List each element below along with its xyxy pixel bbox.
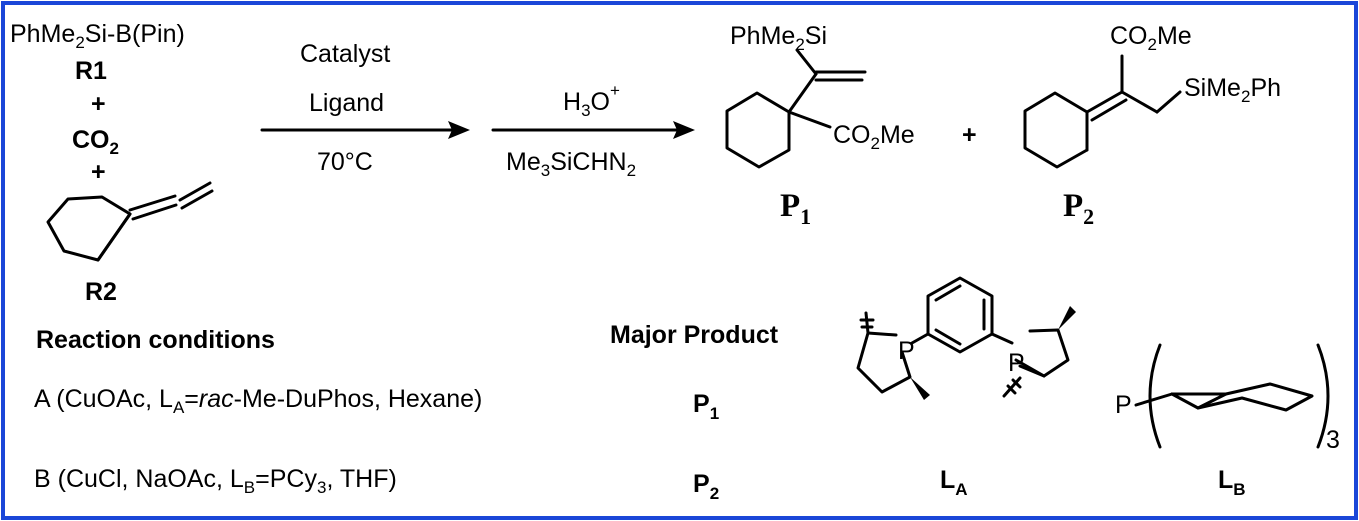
arrow2-head (673, 121, 695, 139)
p1-silyl-group: PhMe2Si (730, 22, 827, 54)
arrow1-catalyst: Catalyst (300, 40, 390, 68)
arrow1-temperature: 70°C (317, 148, 373, 176)
la-phosphorus-right: P (1008, 349, 1025, 377)
condition-a-product: P1 (693, 390, 719, 423)
p2-silyl-group: SiMe2Ph (1184, 74, 1281, 106)
p2-ester-group: CO2Me (1110, 22, 1192, 54)
r2-structure (46, 181, 214, 262)
r1-label: R1 (75, 57, 107, 85)
la-phosphorus-left: P (898, 337, 915, 365)
ligand-la-structure (856, 276, 1070, 394)
arrow1-ligand: Ligand (309, 89, 384, 117)
arrow2-acid: H3O+ (563, 81, 620, 120)
condition-b-product: P2 (693, 470, 719, 503)
la-methyl-wedge-1 (910, 377, 930, 400)
lb-count: 3 (1326, 426, 1340, 454)
condition-a-text: A (CuOAc, LA=rac-Me-DuPhos, Hexane) (34, 385, 482, 417)
arrow1-head (448, 121, 470, 139)
p2-structure (1023, 54, 1182, 169)
major-product-heading: Major Product (610, 321, 779, 349)
p1-label: P1 (780, 188, 811, 229)
condition-b-text: B (CuCl, NaOAc, LB=PCy3, THF) (34, 465, 397, 497)
r2-label: R2 (85, 278, 117, 306)
p1-ester-group: CO2Me (833, 121, 915, 153)
p2-label: P2 (1063, 188, 1094, 229)
plus-sign-2: + (91, 158, 106, 186)
conditions-heading: Reaction conditions (36, 326, 275, 354)
la-methyl-hash-1 (859, 311, 875, 335)
plus-sign-1: + (91, 90, 106, 118)
r1-formula: PhMe2Si-B(Pin) (10, 20, 185, 52)
la-methyl-hash-2 (1002, 376, 1022, 398)
products-plus-sign: + (962, 121, 977, 149)
ligand-lb-label: LB (1218, 466, 1246, 499)
ligand-la-label: LA (940, 466, 968, 499)
co2-label: CO2 (72, 126, 119, 158)
lb-phosphorus: P (1115, 391, 1132, 419)
la-methyl-wedge-2 (1058, 306, 1076, 330)
arrow2-reagent: Me3SiCHN2 (506, 148, 636, 180)
p1-structure (725, 48, 867, 169)
ligand-lb-structure (1134, 343, 1330, 449)
